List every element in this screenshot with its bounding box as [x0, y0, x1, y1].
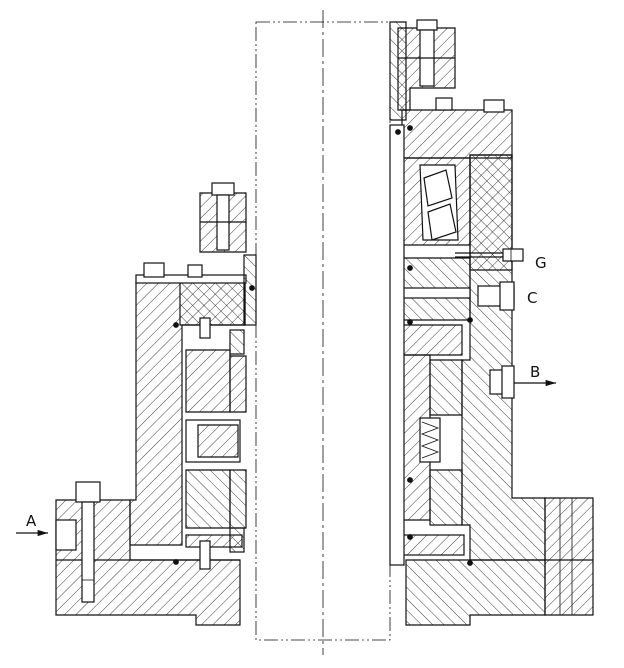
- left-bottom-bolt: [55, 481, 101, 603]
- right-upper-housing: [389, 19, 513, 159]
- cap-screw-left: [143, 262, 165, 278]
- shaft: [255, 10, 391, 655]
- label-g-text: G: [535, 254, 547, 272]
- right-seal-dots: [395, 125, 473, 566]
- label-g: G: [535, 254, 547, 272]
- left-clamp-bolt: [199, 182, 257, 326]
- base-plate: [55, 497, 594, 626]
- label-c-text: C: [527, 289, 537, 307]
- label-b: B: [514, 363, 556, 387]
- left-small-parts: [143, 262, 255, 570]
- port-b-fitting: [489, 365, 515, 399]
- label-a: A: [16, 512, 48, 537]
- left-inner-rings: [185, 329, 247, 553]
- label-a-text: A: [26, 512, 37, 530]
- port-g-fitting: [455, 248, 524, 262]
- right-outer-housing: [461, 154, 546, 561]
- label-b-text: B: [530, 363, 540, 381]
- port-c-fitting: [477, 281, 515, 311]
- right-inner-parts: [389, 124, 471, 566]
- label-c: C: [527, 289, 537, 307]
